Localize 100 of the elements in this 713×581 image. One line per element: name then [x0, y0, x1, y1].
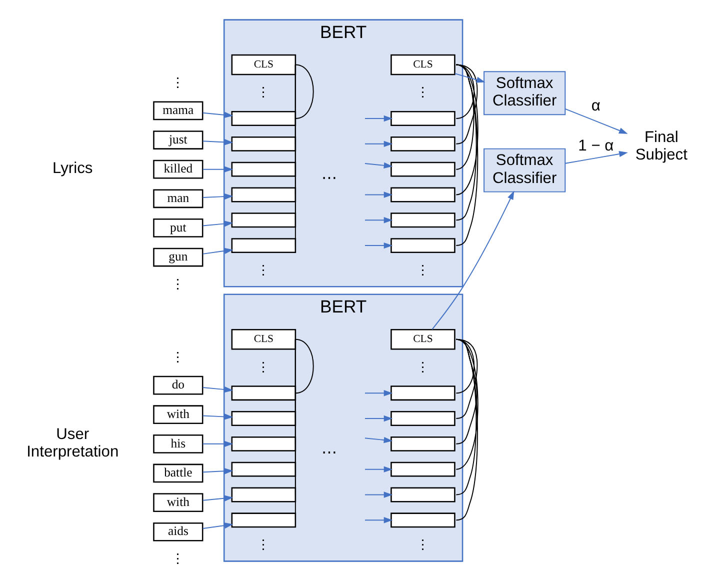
- node-box: mama: [152, 101, 203, 120]
- arrow: [364, 140, 392, 147]
- node-box: [230, 462, 296, 477]
- node-box: [390, 136, 455, 152]
- node-box: [230, 386, 296, 401]
- label: ⋮: [256, 262, 270, 278]
- node-box: [390, 238, 455, 254]
- node-box: [390, 386, 455, 401]
- node-text: Final Subject: [634, 128, 687, 164]
- connector: [455, 64, 474, 170]
- node-box: [390, 411, 455, 426]
- label: ⋯: [321, 170, 338, 187]
- arrow: [364, 242, 392, 249]
- connector: [455, 338, 478, 419]
- connector: [294, 64, 314, 119]
- node-box: [390, 111, 455, 126]
- arrow: [364, 162, 392, 168]
- label: ⋮: [170, 350, 185, 365]
- node-box: [230, 162, 296, 177]
- label: ⋮: [415, 262, 430, 278]
- node-box: [230, 487, 296, 502]
- node-box: Softmax Classifier: [483, 71, 566, 116]
- node-box: [230, 512, 296, 528]
- node-box: [390, 462, 455, 477]
- node-box: Softmax Classifier: [483, 148, 566, 192]
- arrow: [202, 495, 233, 502]
- node-box: put: [152, 218, 203, 238]
- node-box: [390, 512, 455, 528]
- arrow: [364, 492, 392, 498]
- node-box: with: [152, 405, 203, 424]
- arrow: [202, 139, 233, 146]
- arrow: [454, 73, 485, 83]
- label: ⋮: [415, 537, 430, 552]
- arrow: [202, 414, 233, 420]
- edge-label: 1 − α: [578, 138, 614, 155]
- label: User Interpretation: [26, 426, 118, 460]
- label: ⋮: [170, 74, 185, 90]
- connector: [455, 64, 474, 119]
- node-box: battle: [152, 464, 203, 483]
- connector: [455, 64, 476, 221]
- arrow: [364, 115, 392, 122]
- connector: [294, 338, 314, 394]
- label: ⋯: [321, 444, 338, 462]
- arrow: [364, 415, 392, 422]
- connector: [455, 338, 476, 496]
- arrow: [202, 386, 233, 393]
- node-box: [390, 436, 455, 452]
- node-box: [230, 187, 296, 202]
- arrow: [202, 440, 233, 447]
- arrow: [202, 166, 233, 172]
- connector: [455, 64, 478, 144]
- arrow: [202, 522, 233, 530]
- arrow: [364, 517, 392, 524]
- node-box: [230, 411, 296, 426]
- node-box: CLS: [390, 328, 455, 350]
- arrow: [202, 112, 233, 118]
- node-box: [230, 436, 296, 452]
- label: Lyrics: [52, 160, 92, 178]
- arrow: [202, 248, 233, 254]
- arrow: [364, 192, 392, 198]
- connector: [455, 64, 478, 196]
- arrow: [202, 193, 233, 200]
- arrow: [431, 190, 514, 330]
- arrow: [364, 436, 392, 444]
- node-box: his: [152, 434, 203, 454]
- label: ⋮: [256, 359, 270, 374]
- arrow: [564, 150, 628, 164]
- arrow: [564, 108, 628, 134]
- node-box: CLS: [230, 54, 296, 76]
- node-box: [230, 212, 296, 228]
- connector: [455, 338, 477, 444]
- node-box: just: [152, 130, 203, 150]
- label: ⋮: [170, 550, 185, 566]
- node-box: [390, 487, 455, 502]
- arrow: [202, 468, 233, 474]
- node-box: [390, 187, 455, 202]
- arrow: [364, 217, 392, 224]
- node-box: [230, 111, 296, 126]
- edge-label: α: [590, 98, 600, 114]
- label: ⋮: [170, 276, 185, 292]
- label: ⋮: [256, 537, 270, 552]
- node-box: killed: [152, 160, 203, 179]
- node-box: aids: [152, 522, 203, 542]
- label: ⋮: [415, 84, 430, 100]
- node-box: [230, 238, 296, 254]
- node-box: [390, 162, 455, 177]
- node-box: gun: [152, 248, 203, 267]
- node-box: do: [152, 376, 203, 395]
- arrow: [202, 220, 233, 227]
- node-box: man: [152, 189, 203, 208]
- label: ⋮: [256, 84, 270, 100]
- connector: [455, 338, 478, 470]
- node-box: CLS: [390, 54, 455, 76]
- connector: [455, 338, 474, 394]
- node-box: [390, 212, 455, 228]
- node-box: CLS: [230, 328, 296, 350]
- arrow: [364, 390, 392, 396]
- label: ⋮: [415, 359, 430, 374]
- arrow: [364, 466, 392, 472]
- node-box: with: [152, 493, 203, 512]
